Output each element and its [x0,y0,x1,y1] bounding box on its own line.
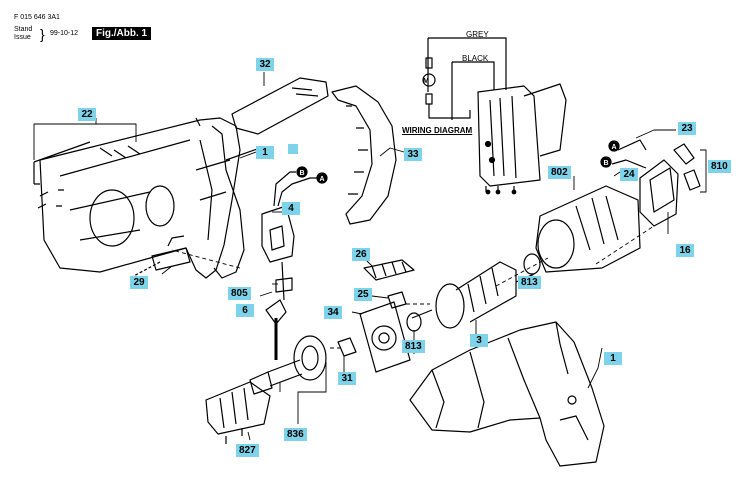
drill-complete [409,321,605,467]
figure-label: Fig./Abb. 1 [92,27,152,40]
issue-date: 99-10-12 [50,30,79,37]
callout-3: 3 [470,334,488,347]
callout-23: 23 [678,122,696,135]
callout-26: 26 [352,248,370,261]
wiring-schematic [422,37,567,192]
switch-assembly [261,171,318,360]
terminal-b-top: B [299,170,304,177]
callout-25: 25 [354,288,372,301]
callout-29: 29 [130,276,148,289]
terminal-b-right: B [603,160,608,167]
callout-22: 22 [78,108,96,121]
callout-810: 810 [708,160,731,173]
callout-16: 16 [676,244,694,257]
callout-33: 33 [404,148,422,161]
callout-805: 805 [228,287,251,300]
callout-827: 827 [236,444,259,457]
wire-black-label: BLACK [462,54,489,63]
motor-symbol-label: M [423,78,429,85]
callout-32: 32 [256,58,274,71]
bracket-glyph: } [40,26,45,42]
callout-34: 34 [324,306,342,319]
callout-4: 4 [282,202,300,215]
wiring-diagram-title: WIRING DIAGRAM [402,126,473,135]
doc-number: F 015 646 3A1 [14,14,60,21]
terminal-a-top: A [319,176,324,183]
callout-1-bottom: 1 [604,352,622,365]
callout-813-top: 813 [518,276,541,289]
callout-836: 836 [284,428,307,441]
callout-24: 24 [620,168,638,181]
armature-assembly [411,261,535,329]
wire-grey-label: GREY [466,30,489,39]
callout-813-bottom: 813 [402,340,425,353]
stand-label: Stand [14,26,33,33]
callout-1-top: 1 [256,146,274,159]
terminal-a-right: A [611,144,616,151]
issue-label: Issue [14,34,31,41]
callout-31: 31 [338,372,356,385]
blank-highlight-marker [288,144,298,154]
callout-6: 6 [236,304,254,317]
callout-802: 802 [548,166,571,179]
housing-half-left [39,117,241,279]
